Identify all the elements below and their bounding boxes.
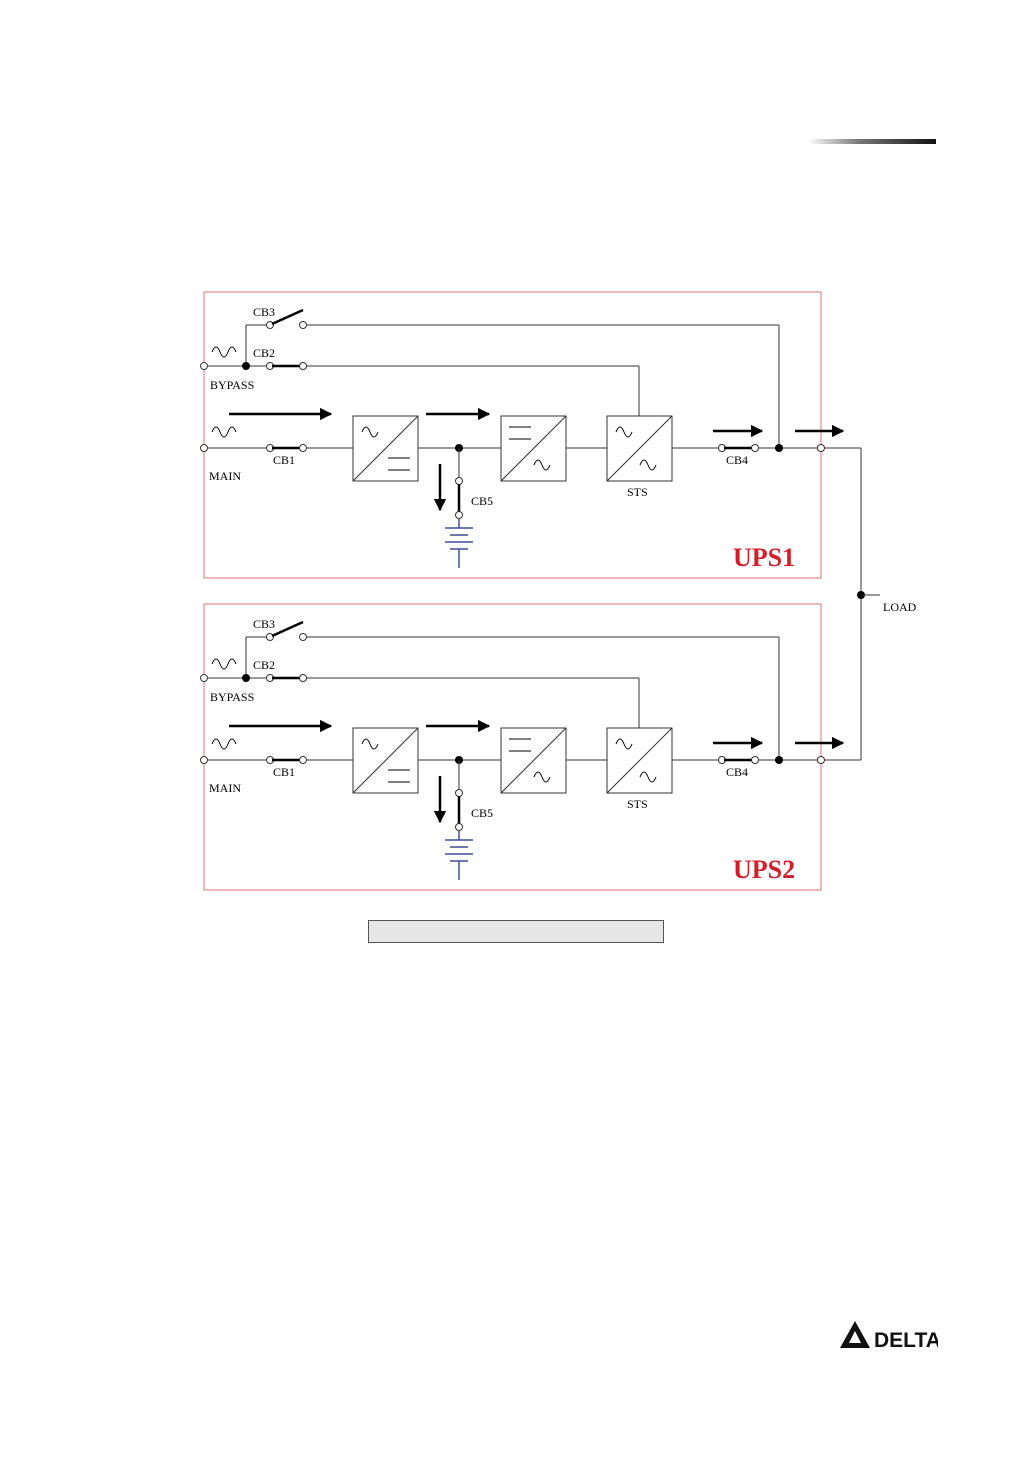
rectifier-block [353, 416, 418, 481]
main-terminal [201, 757, 208, 764]
cb5-label: CB5 [471, 494, 493, 508]
ups-name-label: UPS1 [733, 543, 795, 572]
cb3-label: CB3 [253, 617, 275, 631]
junction-dot [775, 756, 783, 764]
junction-dot [242, 362, 250, 370]
junction-dot [242, 674, 250, 682]
inverter-block [501, 416, 566, 481]
cb5-label: CB5 [471, 806, 493, 820]
sts-label: STS [627, 485, 648, 499]
ups-name-label: UPS2 [733, 855, 795, 884]
sts-block [607, 728, 672, 793]
bypass-terminal [201, 675, 208, 682]
rectifier-block [353, 728, 418, 793]
figure-caption [368, 920, 664, 943]
ac-wave-icon [212, 739, 236, 749]
bypass-label: BYPASS [210, 378, 254, 392]
ups-unit-1: CB3 CB2 BYPASS CB1 MAIN CB5 STS CB4 UPS1 [201, 292, 862, 578]
main-label: MAIN [209, 469, 241, 483]
main-terminal [201, 445, 208, 452]
load-label: LOAD [883, 600, 917, 614]
main-label: MAIN [209, 781, 241, 795]
svg-text:DELTA: DELTA [874, 1329, 938, 1352]
ups-unit-2: CB3 CB2 BYPASS CB1 MAIN CB5 STS CB4 UPS2 [201, 604, 862, 890]
ac-wave-icon [212, 347, 236, 357]
ac-wave-icon [212, 659, 236, 669]
ac-wave-icon [212, 427, 236, 437]
load-bus: LOAD [857, 448, 917, 760]
bypass-label: BYPASS [210, 690, 254, 704]
output-terminal [818, 757, 825, 764]
cb2-label: CB2 [253, 658, 275, 672]
cb2-label: CB2 [253, 346, 275, 360]
cb4-label: CB4 [726, 453, 748, 467]
battery-icon [445, 518, 473, 568]
output-terminal [818, 445, 825, 452]
battery-icon [445, 830, 473, 880]
sts-label: STS [627, 797, 648, 811]
cb3-label: CB3 [253, 305, 275, 319]
sts-block [607, 416, 672, 481]
bypass-terminal [201, 363, 208, 370]
junction-dot [775, 444, 783, 452]
delta-logo-icon: DELTA [838, 1318, 938, 1352]
inverter-block [501, 728, 566, 793]
brand-logo: DELTA [838, 1318, 938, 1352]
cb3-switch [272, 622, 303, 636]
cb4-label: CB4 [726, 765, 748, 779]
cb1-label: CB1 [273, 453, 295, 467]
cb1-label: CB1 [273, 765, 295, 779]
cb3-switch [272, 310, 303, 324]
